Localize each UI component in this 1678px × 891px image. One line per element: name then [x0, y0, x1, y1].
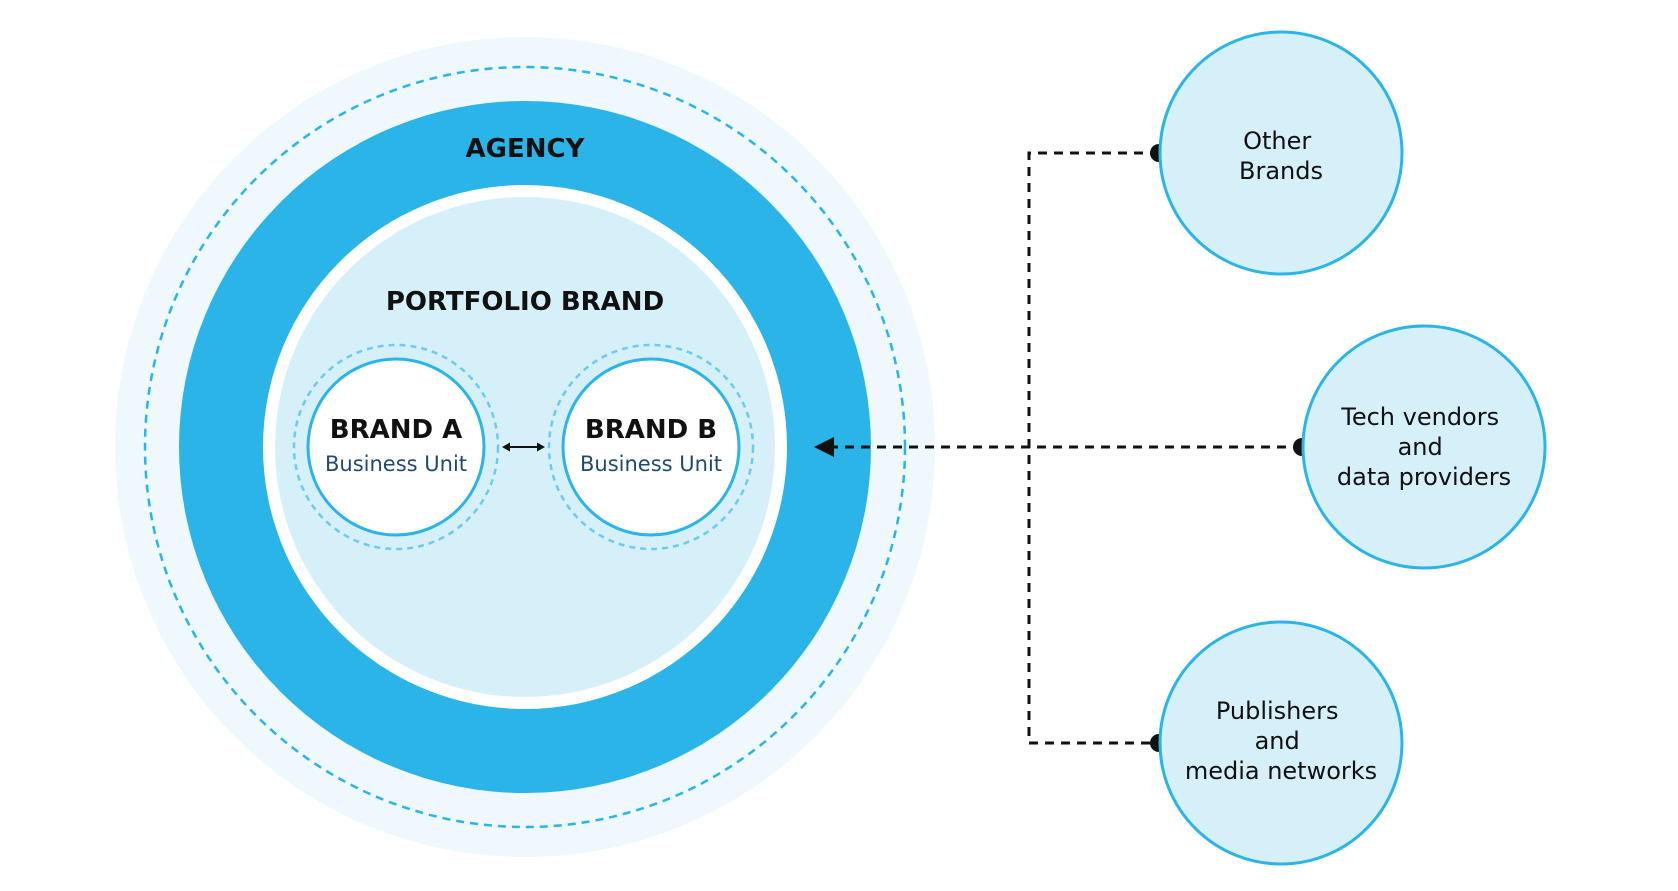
other-brands-line-1: Other: [1243, 127, 1311, 155]
brand-a-circle: [306, 357, 486, 537]
publishers-line-2: and: [1255, 727, 1300, 755]
brand-b-node: BRAND B Business Unit: [547, 343, 755, 551]
publishers-line-3: media networks: [1185, 757, 1377, 785]
partner-tech-vendors: Tech vendors and data providers: [1301, 324, 1547, 570]
publishers-line-1: Publishers: [1216, 697, 1339, 725]
agency-label: AGENCY: [466, 134, 586, 164]
portfolio-label: PORTFOLIO BRAND: [386, 287, 664, 317]
tech-vendors-line-1: Tech vendors: [1340, 403, 1499, 431]
partner-publishers-label: Publishers and media networks: [1185, 697, 1377, 785]
partner-tech-vendors-label: Tech vendors and data providers: [1337, 403, 1511, 491]
partner-other-brands: Other Brands: [1158, 30, 1404, 276]
brand-double-arrow: [502, 442, 545, 452]
brand-a-dashed-ring: [292, 343, 500, 551]
brand-b-circle: [561, 357, 741, 537]
arrowhead-to-agency: [814, 437, 834, 457]
partner-publishers: Publishers and media networks: [1158, 620, 1404, 866]
outer-dashed-ring: [143, 65, 907, 829]
tech-vendors-line-2: and: [1398, 433, 1443, 461]
other-brands-line-2: Brands: [1239, 157, 1323, 185]
partner-other-brands-label: Other Brands: [1239, 127, 1323, 185]
brand-b-title: BRAND B: [585, 415, 717, 445]
partner-other-brands-circle: [1158, 30, 1404, 276]
brand-b-dashed-ring: [547, 343, 755, 551]
brand-a-node: BRAND A Business Unit: [292, 343, 500, 551]
brand-a-title: BRAND A: [330, 415, 462, 445]
partner-tech-vendors-circle: [1301, 324, 1547, 570]
tech-vendors-line-3: data providers: [1337, 463, 1511, 491]
brand-b-subtitle: Business Unit: [580, 452, 722, 476]
partner-publishers-circle: [1158, 620, 1404, 866]
brand-a-subtitle: Business Unit: [325, 452, 467, 476]
